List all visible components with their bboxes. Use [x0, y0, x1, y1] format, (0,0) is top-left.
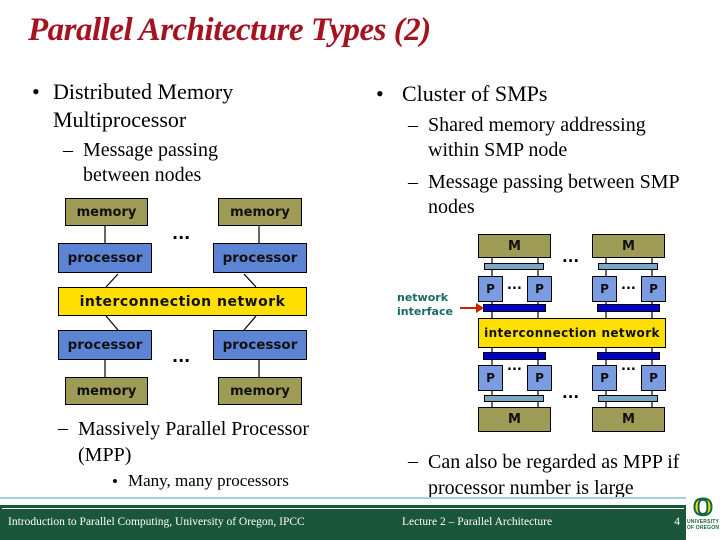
processor-box-bottom-right: processor [213, 330, 307, 360]
memory-box-top-left: memory [65, 198, 148, 226]
ellipsis: ... [507, 359, 522, 374]
bullet-distributed-memory: Distributed Memory Multiprocessor [53, 79, 234, 132]
footer-lecture-title: Lecture 2 – Parallel Architecture [402, 516, 553, 528]
p-box: P [592, 365, 617, 391]
dash-marker: – [408, 114, 418, 136]
footer-course-title: Introduction to Parallel Computing, Univ… [8, 516, 305, 528]
ellipsis: ... [172, 347, 191, 366]
memory-label: memory [230, 204, 290, 220]
m-box-top-right: M [592, 234, 665, 258]
memory-bus-bar-top-right [598, 263, 658, 270]
m-label: M [622, 412, 635, 427]
ellipsis: ... [621, 278, 636, 293]
interconnection-network-label: interconnection network [79, 293, 286, 310]
network-interface-bus-bottom-right [597, 352, 660, 360]
sub-bullet-many-processors: Many, many processors [128, 471, 289, 490]
ellipsis: ... [621, 359, 636, 374]
memory-box-bottom-right: memory [218, 377, 302, 405]
m-label: M [622, 238, 635, 254]
bullet-marker: • [376, 81, 384, 106]
memory-box-top-right: memory [218, 198, 302, 226]
m-label: M [508, 238, 521, 254]
p-label: P [649, 371, 658, 385]
interconnection-network-box-right-diagram: interconnection network [478, 318, 666, 348]
dash-marker: – [408, 171, 418, 193]
bullet-marker: • [32, 79, 40, 104]
sub-bullet-shared-memory: Shared memory addressing within SMP node [428, 114, 646, 161]
dash-marker: – [58, 417, 68, 439]
university-of-oregon-logo: O UNIVERSITY OF OREGON [686, 494, 720, 540]
logo-caption: UNIVERSITY [686, 519, 719, 525]
sub-bullet-regarded-as-mpp: Can also be regarded as MPP if processor… [428, 451, 680, 499]
p-label: P [649, 282, 658, 296]
p-label: P [535, 282, 544, 296]
processor-box-top-right: processor [213, 243, 307, 273]
bullet-cluster-smps: Cluster of SMPs [402, 81, 548, 106]
interconnection-network-box-left-diagram: interconnection network [58, 287, 307, 316]
m-box-bottom-left: M [478, 407, 551, 432]
sub-bullet-message-passing-smp: Message passing between SMP nodes [428, 171, 679, 218]
page-title: Parallel Architecture Types (2) [28, 12, 431, 48]
memory-bus-bar-top-left [484, 263, 544, 270]
p-label: P [600, 371, 609, 385]
m-box-top-left: M [478, 234, 551, 258]
memory-bus-bar-bottom-right [598, 395, 658, 402]
processor-box-bottom-left: processor [58, 330, 152, 360]
p-box: P [641, 276, 666, 302]
processor-label: processor [222, 337, 298, 353]
interconnection-network-label: interconnection network [484, 326, 660, 340]
oregon-o-icon: O [692, 494, 713, 521]
p-box: P [527, 365, 552, 391]
bullet-marker: • [112, 472, 118, 491]
memory-label: memory [230, 383, 290, 399]
p-box: P [527, 276, 552, 302]
p-label: P [600, 282, 609, 296]
memory-bus-bar-bottom-left [484, 395, 544, 402]
processor-label: processor [67, 337, 143, 353]
network-interface-bus-bottom-left [483, 352, 546, 360]
ellipsis: ... [507, 278, 522, 293]
p-label: P [486, 371, 495, 385]
dash-marker: – [408, 450, 418, 472]
m-label: M [508, 412, 521, 427]
m-box-bottom-right: M [592, 407, 665, 432]
dash-marker: – [63, 139, 73, 161]
footer-bar [0, 505, 686, 540]
logo-caption: OF OREGON [686, 524, 720, 531]
processor-label: processor [67, 250, 143, 266]
p-box: P [478, 365, 503, 391]
network-interface-bus-top-left [483, 304, 546, 312]
p-label: P [486, 282, 495, 296]
processor-label: processor [222, 250, 298, 266]
footer-inner-border [2, 508, 684, 509]
ellipsis: ... [172, 224, 191, 243]
sub-bullet-mpp: Massively Parallel Processor (MPP) [78, 418, 310, 466]
ellipsis: ... [562, 384, 580, 402]
processor-box-top-left: processor [58, 243, 152, 273]
memory-label: memory [76, 204, 137, 220]
p-box: P [641, 365, 666, 391]
divider-line [0, 497, 686, 499]
network-interface-bus-top-right [597, 304, 660, 312]
memory-box-bottom-left: memory [65, 377, 148, 405]
network-interface-label: network interface [397, 291, 453, 318]
p-box: P [478, 276, 503, 302]
sub-bullet-message-passing: Message passing between nodes [83, 139, 218, 186]
p-box: P [592, 276, 617, 302]
p-label: P [535, 371, 544, 385]
ellipsis: ... [562, 248, 580, 266]
page-number: 4 [674, 516, 680, 528]
memory-label: memory [76, 383, 137, 399]
